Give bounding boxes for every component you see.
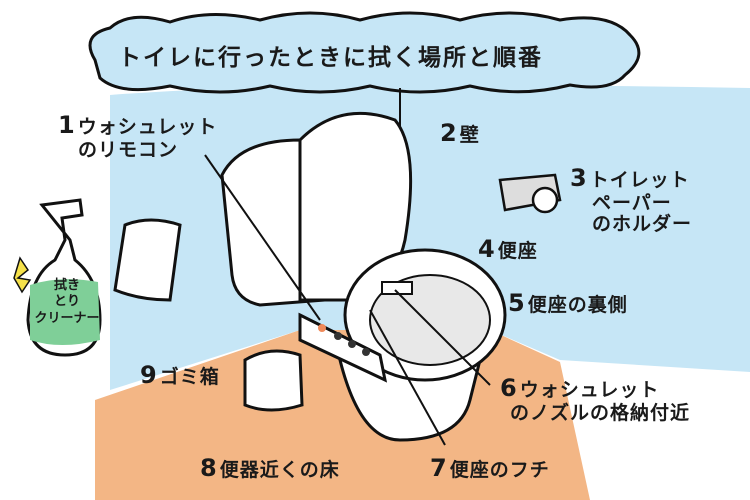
towel-icon — [113, 218, 182, 302]
bottle-label-line: クリーナー — [34, 310, 100, 326]
toilet-bowl — [338, 358, 482, 442]
trash-bin-icon — [243, 349, 304, 412]
bottle-label-line: とり — [53, 294, 80, 310]
title-cloud — [88, 11, 641, 94]
bottle-label: 拭き とり クリーナー — [32, 278, 102, 327]
sparkle-icon — [13, 256, 32, 294]
seat-inner — [369, 274, 491, 366]
page-title: トイレに行ったときに拭く場所と順番 — [118, 45, 543, 71]
bottle-label-line: 拭き — [53, 278, 80, 293]
